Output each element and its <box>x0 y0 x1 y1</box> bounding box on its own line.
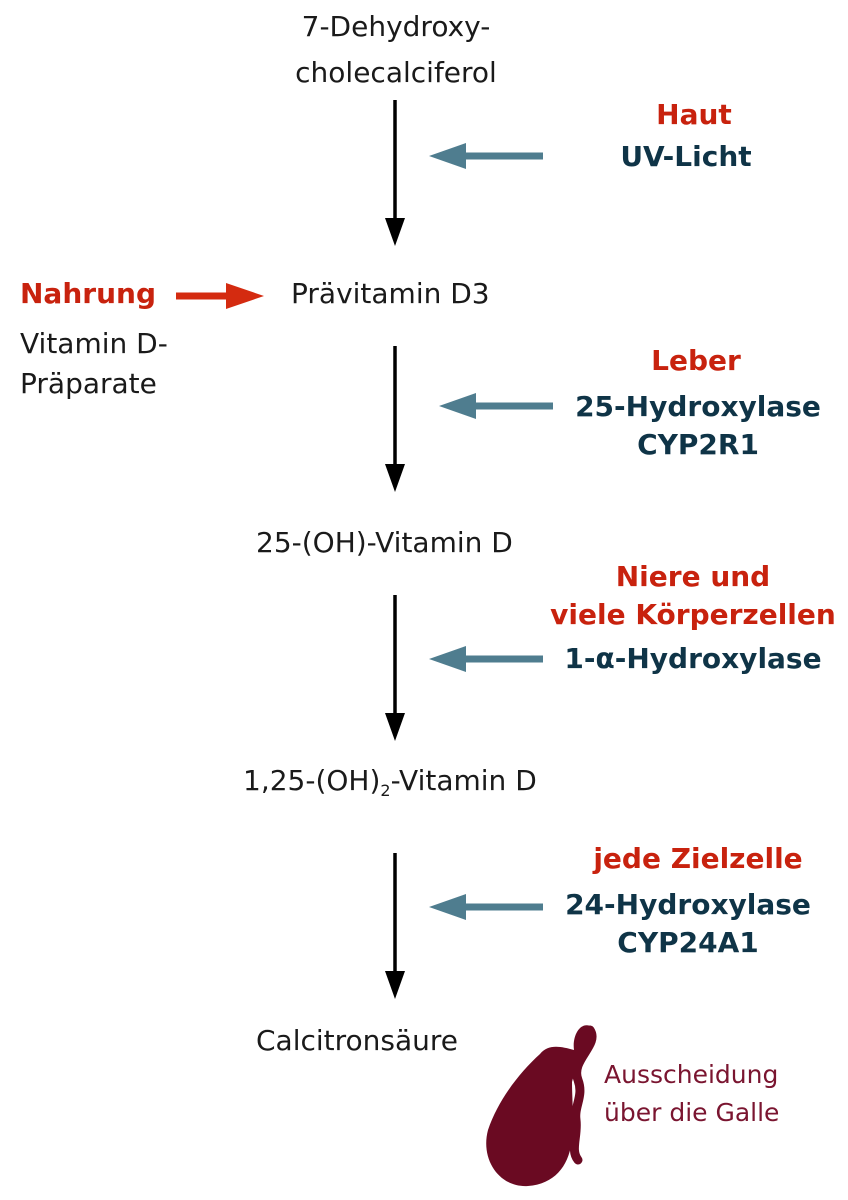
main-arrow-3 <box>385 595 405 741</box>
enzyme-line: CYP2R1 <box>637 428 759 461</box>
compound-line: cholecalciferol <box>295 56 497 89</box>
compound-part: 1,25-(OH) <box>243 764 381 797</box>
supplement-line: Präparate <box>20 367 157 400</box>
diet-label: Nahrung <box>20 277 156 310</box>
enzyme-arrow-2 <box>439 393 553 419</box>
enzyme-arrow-4 <box>429 894 543 920</box>
step-1-location: Haut <box>656 98 732 131</box>
step-3-enzyme: 1-α-Hydroxylase <box>564 642 822 675</box>
main-arrow-4 <box>385 853 405 999</box>
compound-calcitronsaeure: Calcitronsäure <box>256 1024 459 1057</box>
compound-line: 7-Dehydroxy- <box>301 10 491 43</box>
step-1-enzyme: UV-Licht <box>620 140 752 173</box>
enzyme-line: 25-Hydroxylase <box>575 390 821 423</box>
location-line: viele Körperzellen <box>550 598 836 631</box>
subscript: 2 <box>380 781 391 800</box>
step-4-location: jede Zielzelle <box>593 842 803 875</box>
compound-part: -Vitamin D <box>390 764 537 797</box>
compound-1-25-oh2-vitamin-d: 1,25-(OH)2-Vitamin D <box>243 764 537 800</box>
step-3-location: Niere und viele Körperzellen <box>548 558 838 634</box>
diet-supplements: Vitamin D- Präparate <box>20 324 168 404</box>
step-2-location: Leber <box>651 344 741 377</box>
step-2-enzyme: 25-Hydroxylase CYP2R1 <box>568 388 828 464</box>
main-arrow-1 <box>385 100 405 246</box>
compound-praevitamin-d3: Prävitamin D3 <box>291 277 490 310</box>
compound-25-oh-vitamin-d: 25-(OH)-Vitamin D <box>256 526 513 559</box>
compound-7-dehydroxy-cholecalciferol: 7-Dehydroxy- cholecalciferol <box>248 4 544 96</box>
diet-arrow <box>176 283 264 309</box>
enzyme-line: 24-Hydroxylase <box>565 888 811 921</box>
excretion-line: über die Galle <box>604 1098 780 1127</box>
step-4-enzyme: 24-Hydroxylase CYP24A1 <box>558 886 818 962</box>
excretion-line: Ausscheidung <box>604 1060 779 1089</box>
enzyme-line: CYP24A1 <box>617 926 759 959</box>
main-arrow-2 <box>385 346 405 492</box>
excretion-label: Ausscheidung über die Galle <box>604 1056 779 1132</box>
gallbladder-icon <box>486 1025 597 1187</box>
enzyme-arrow-3 <box>429 646 543 672</box>
supplement-line: Vitamin D- <box>20 327 168 360</box>
enzyme-arrow-1 <box>429 143 543 169</box>
location-line: Niere und <box>615 560 771 593</box>
